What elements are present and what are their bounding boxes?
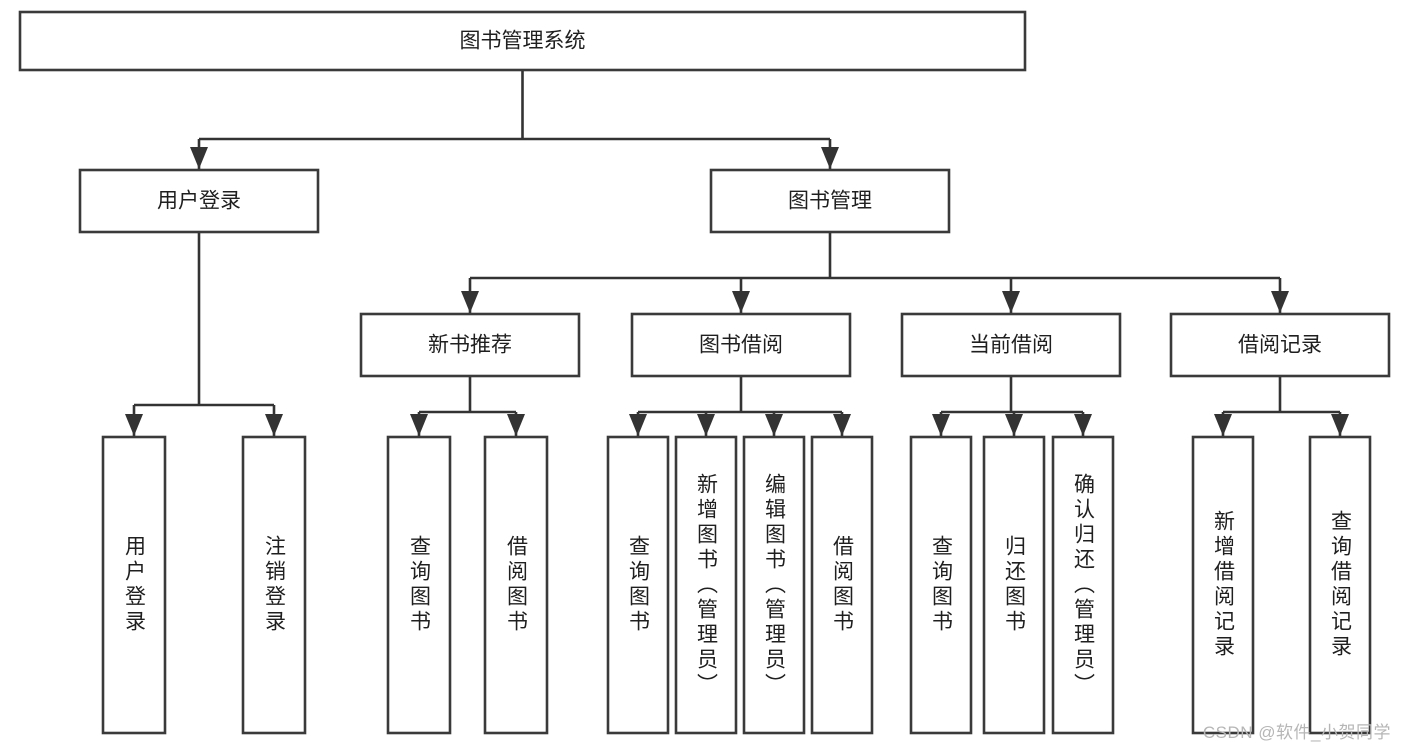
arrow-head-icon: [821, 147, 839, 169]
node-box: [630, 312, 852, 378]
arrow-head-icon: [732, 291, 750, 313]
node-box: [810, 435, 874, 735]
node-current-borrow[interactable]: 当前借阅: [900, 312, 1122, 378]
arrow-head-icon: [190, 147, 208, 169]
node-leaf-query-book-cur[interactable]: [909, 435, 973, 735]
arrow-head-icon: [461, 291, 479, 313]
node-box: [78, 168, 320, 234]
node-box: [1051, 435, 1115, 735]
node-label: 图书管理系统: [460, 30, 586, 53]
node-user-login[interactable]: 用户登录: [78, 168, 320, 234]
node-box: [742, 435, 806, 735]
node-box: [1308, 435, 1372, 735]
node-label: 用户登录: [157, 190, 241, 213]
node-box: [18, 10, 1027, 72]
node-box: [359, 312, 581, 378]
node-box: [386, 435, 452, 735]
node-box: [909, 435, 973, 735]
arrow-head-icon: [265, 414, 283, 436]
node-leaf-user-login[interactable]: [101, 435, 167, 735]
node-leaf-return-book[interactable]: [982, 435, 1046, 735]
arrow-head-icon: [932, 414, 950, 436]
arrow-head-icon: [833, 414, 851, 436]
node-leaf-confirm-return-admin[interactable]: [1051, 435, 1115, 735]
arrow-head-icon: [125, 414, 143, 436]
node-book-borrow[interactable]: 图书借阅: [630, 312, 852, 378]
node-box: [900, 312, 1122, 378]
node-leaf-query-borrow-record[interactable]: [1308, 435, 1372, 735]
node-box: [1169, 312, 1391, 378]
node-leaf-user-logout[interactable]: [241, 435, 307, 735]
node-label: 图书借阅: [699, 334, 783, 357]
node-root[interactable]: 图书管理系统: [18, 10, 1027, 72]
node-box: [709, 168, 951, 234]
arrow-head-icon: [697, 414, 715, 436]
node-leaf-borrow-book-rec[interactable]: [483, 435, 549, 735]
node-box: [606, 435, 670, 735]
arrow-head-icon: [1005, 414, 1023, 436]
arrow-head-icon: [1331, 414, 1349, 436]
node-leaf-add-borrow-record[interactable]: [1191, 435, 1255, 735]
node-leaf-add-book-admin[interactable]: [674, 435, 738, 735]
watermark-text: CSDN @软件_小贺同学: [1202, 723, 1391, 742]
node-label: 当前借阅: [969, 334, 1053, 357]
arrow-head-icon: [629, 414, 647, 436]
node-box: [483, 435, 549, 735]
node-new-book-recommend[interactable]: 新书推荐: [359, 312, 581, 378]
arrow-head-icon: [765, 414, 783, 436]
node-borrow-record[interactable]: 借阅记录: [1169, 312, 1391, 378]
node-label: 借阅记录: [1238, 334, 1322, 357]
node-label: 新书推荐: [428, 334, 512, 357]
node-leaf-query-book-rec[interactable]: [386, 435, 452, 735]
arrow-head-icon: [410, 414, 428, 436]
node-leaf-edit-book-admin[interactable]: [742, 435, 806, 735]
arrow-head-icon: [507, 414, 525, 436]
node-leaf-query-book-bor[interactable]: [606, 435, 670, 735]
node-box: [1191, 435, 1255, 735]
node-leaf-borrow-book-bor[interactable]: [810, 435, 874, 735]
node-book-manage[interactable]: 图书管理: [709, 168, 951, 234]
node-box: [982, 435, 1046, 735]
node-box: [674, 435, 738, 735]
node-box: [101, 435, 167, 735]
arrow-head-icon: [1002, 291, 1020, 313]
node-box: [241, 435, 307, 735]
node-label: 图书管理: [788, 190, 872, 213]
arrow-head-icon: [1214, 414, 1232, 436]
arrow-head-icon: [1074, 414, 1092, 436]
arrow-head-icon: [1271, 291, 1289, 313]
connector-layer: [125, 70, 1349, 436]
